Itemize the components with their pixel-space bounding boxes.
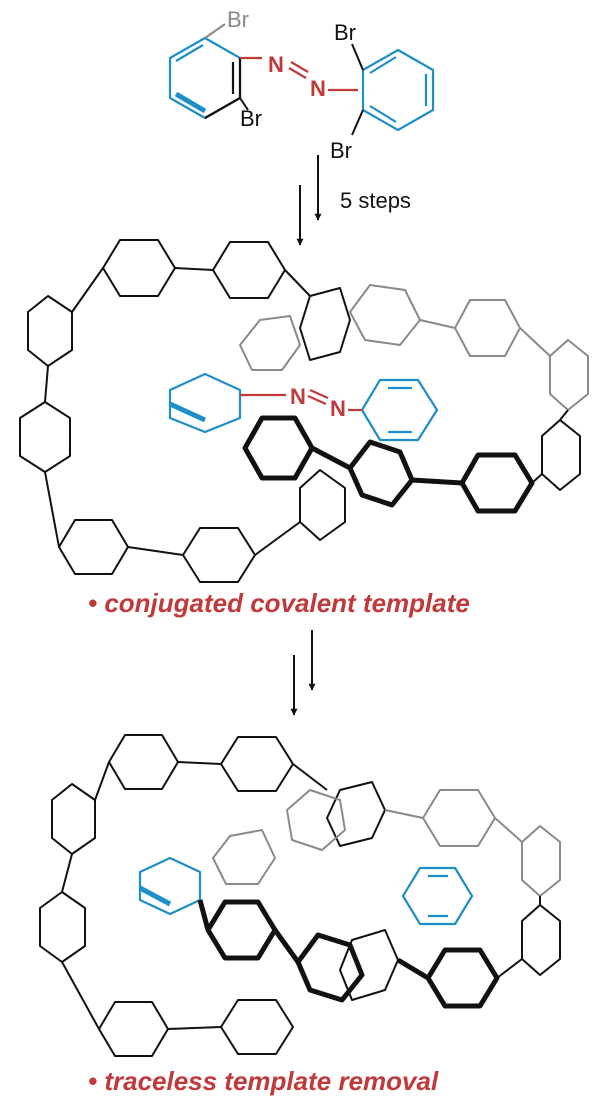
arrow-label-5-steps: 5 steps: [340, 188, 411, 213]
bullet-traceless-template-removal: • traceless template removal: [88, 1066, 439, 1096]
bromine-label: Br: [240, 106, 262, 131]
template-nanohoop-structure: N N: [19, 239, 589, 583]
nitrogen-label: N: [268, 52, 284, 77]
bullet-conjugated-covalent-template: • conjugated covalent template: [88, 588, 470, 618]
starting-material-azobenzene: Br Br N N Br Br: [168, 7, 435, 163]
bromine-label: Br: [334, 20, 356, 45]
reaction-arrow-1: 5 steps: [296, 155, 411, 246]
nitrogen-label: N: [330, 396, 346, 421]
right-benzene-ring: [361, 48, 435, 132]
nitrogen-label: N: [310, 76, 326, 101]
nitrogen-label: N: [290, 384, 306, 409]
bromine-label: Br: [330, 138, 352, 163]
left-benzene-ring: [168, 36, 242, 120]
product-nanohoop-structure: [39, 734, 561, 1057]
reaction-arrow-2: [290, 630, 316, 716]
bromine-label: Br: [227, 7, 249, 32]
